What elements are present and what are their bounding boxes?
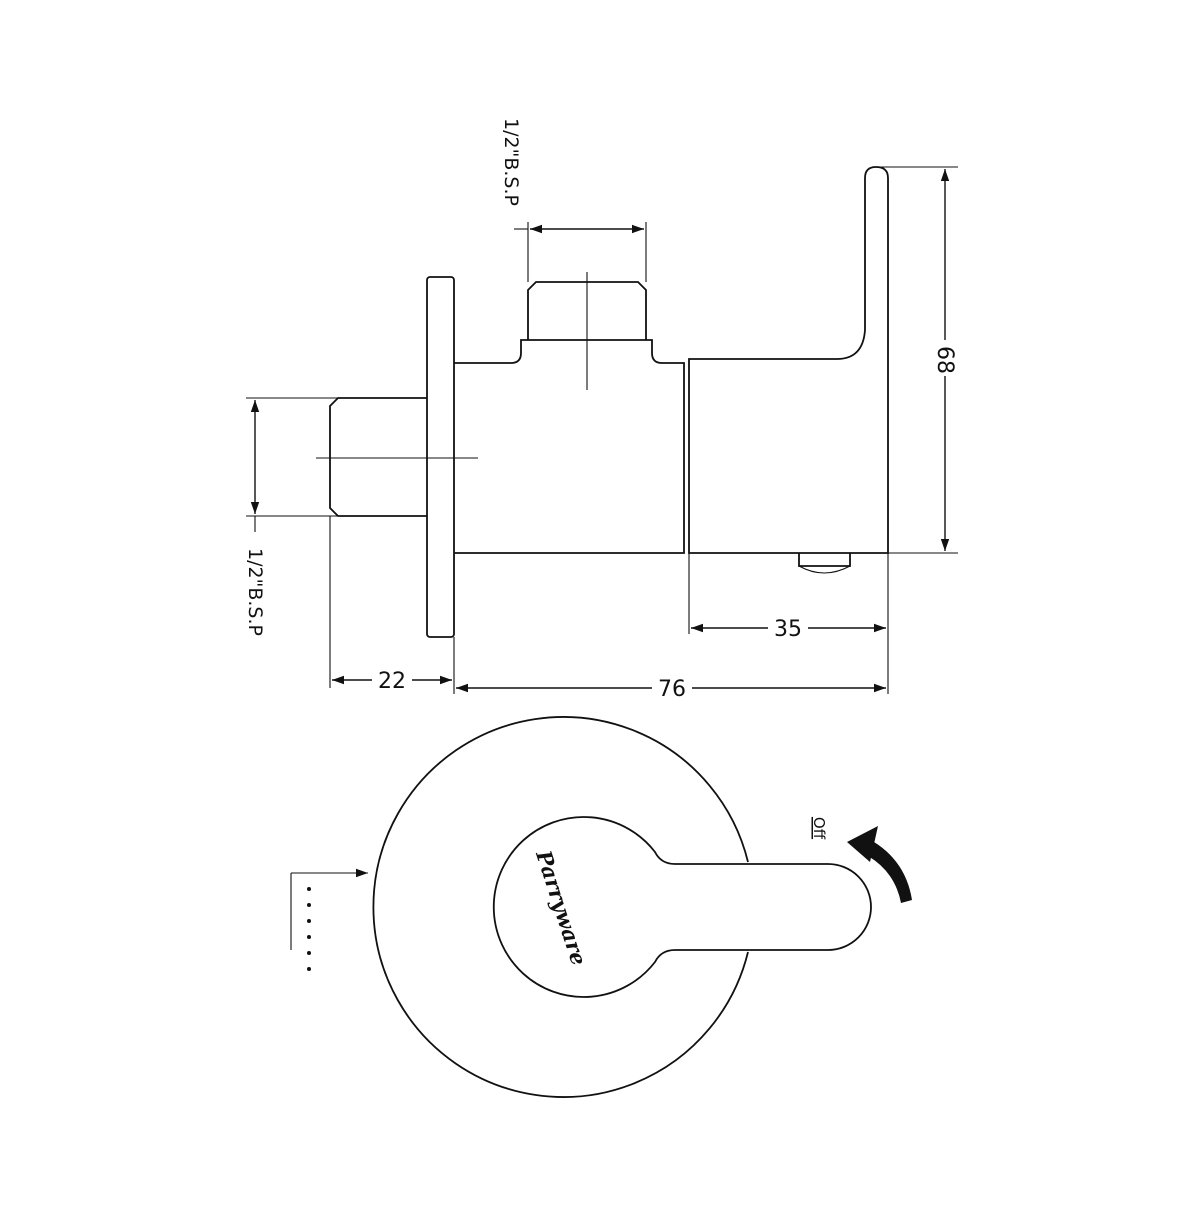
- dim-76-bg: [652, 676, 692, 700]
- outlet-thread-label: 1/2"B.S.P: [500, 118, 522, 206]
- dim-inlet-length: 22: [378, 669, 406, 694]
- off-label: Off: [810, 817, 828, 840]
- outer-rosette: [372, 716, 749, 1098]
- side-view: 68 1/2"B.S.P 1/2"B.S.P 22 76 35: [244, 118, 960, 702]
- wall-flange: [426, 276, 455, 638]
- dim-overall-length: 76: [658, 677, 686, 702]
- bottom-knob-curve: [798, 565, 851, 574]
- valve-body: [454, 339, 685, 554]
- dim-handle-length: 35: [774, 617, 802, 642]
- bottom-knob: [798, 553, 851, 567]
- dim-height: 68: [932, 346, 957, 374]
- handle-body: [688, 166, 889, 554]
- curved-arrow-icon: [847, 826, 912, 903]
- inlet-pipe: [329, 397, 427, 517]
- brand-logo: Parryware: [531, 846, 592, 968]
- dim-height-bg: [932, 340, 960, 376]
- dotted-scale-icon: [290, 868, 368, 971]
- dim-35-bg: [768, 616, 808, 640]
- front-view: Parryware Off: [290, 716, 912, 1098]
- inlet-thread-label: 1/2"B.S.P: [244, 548, 266, 636]
- lever-handle: [492, 816, 872, 998]
- dim-22-bg: [372, 668, 412, 692]
